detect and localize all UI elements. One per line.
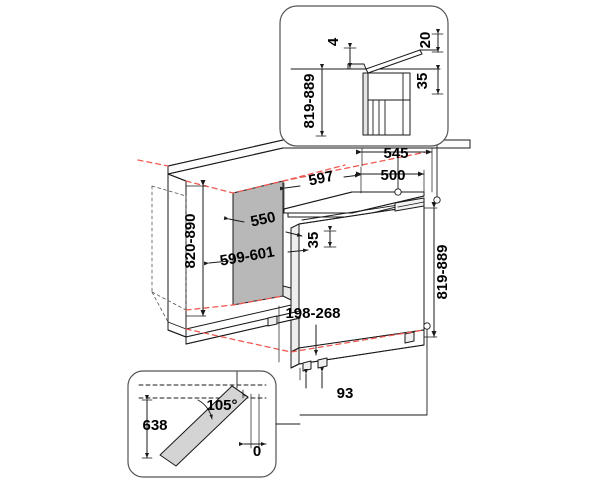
dim-label-top-clearance: 35 [414,73,431,90]
dim-label-product-height: 819-889 [434,244,451,299]
dim-label-door-overlap: 20 [417,32,434,49]
dim-body-depth [356,169,425,193]
inset-leader-lines [299,142,441,416]
inset-bottom-content [138,371,301,467]
alignment-dashed-lines [137,150,432,353]
dim-label-product-width: 597 [307,168,335,190]
inset-top-content [290,29,444,137]
dim-label-overall-depth: 545 [383,145,408,162]
dim-label-top-gap: 35 [305,232,322,249]
dim-label-niche-height: 820-890 [182,213,199,268]
dim-label-side-clearance: 0 [253,443,261,460]
dim-label-plinth-height: 198-268 [285,305,340,322]
dim-niche-depth [223,216,303,237]
appliance-feet [267,315,415,372]
dim-niche-height [185,180,207,317]
dim-plinth-height [278,305,318,363]
dim-label-door-open-height: 638 [142,417,167,434]
dim-label-niche-depth: 550 [249,209,277,231]
niche-hidden-edges [151,185,187,323]
dim-top-gap [323,226,337,248]
dim-product-height [423,202,438,338]
dim-label-body-depth: 500 [380,167,405,184]
niche-panel-edge-tab [282,285,292,301]
niche-side-panel [232,180,284,306]
dim-label-panel-thickness: 4 [325,37,342,46]
dim-overall-depth [356,147,433,193]
dim-label-niche-height-2: 819-889 [301,73,318,128]
dim-label-foot-offset: 93 [337,385,354,402]
dim-niche-width [203,248,309,266]
dim-label-door-open-angle: 105° [206,397,237,414]
dim-foot-offset [299,367,324,389]
